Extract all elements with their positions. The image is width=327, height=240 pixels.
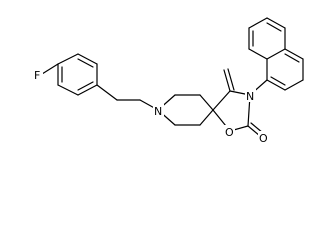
bond xyxy=(57,53,79,65)
bond xyxy=(199,94,214,111)
bond xyxy=(57,84,79,96)
double-bond-inner xyxy=(270,76,286,86)
bond xyxy=(266,48,286,60)
ethyl-linker xyxy=(96,84,159,111)
oxazolidinone-nitrogen-label: N xyxy=(246,90,254,103)
fluorine-atom-label: F xyxy=(34,69,40,82)
bond xyxy=(266,79,286,91)
double-bond-inner xyxy=(77,81,94,91)
methylene-bond-second xyxy=(227,68,235,91)
bond xyxy=(266,17,286,29)
bond xyxy=(248,48,268,60)
fluorophenyl-ring xyxy=(41,53,98,96)
bond xyxy=(77,53,98,65)
bond xyxy=(284,48,304,60)
double-bond-inner xyxy=(266,22,282,32)
ring-oxygen-label: O xyxy=(225,126,234,139)
molecule-structure-diagram: F N N O O xyxy=(33,17,304,145)
oxazolidinone-ring xyxy=(212,68,264,137)
bond xyxy=(212,90,231,111)
double-bond-inner xyxy=(77,58,94,68)
double-bond-inner xyxy=(284,53,300,63)
piperidine-nitrogen-label: N xyxy=(154,105,162,118)
bond xyxy=(41,63,59,75)
naphthalene-ring-system xyxy=(248,17,304,96)
bond xyxy=(77,84,98,96)
bond xyxy=(96,84,118,101)
piperidine-ring xyxy=(157,94,214,126)
carbonyl-oxygen-label: O xyxy=(259,132,268,145)
bond xyxy=(284,79,304,91)
bond xyxy=(199,109,214,126)
methylene-bond xyxy=(223,69,231,92)
atom-labels: F N N O O xyxy=(33,68,269,145)
bond xyxy=(248,17,268,29)
